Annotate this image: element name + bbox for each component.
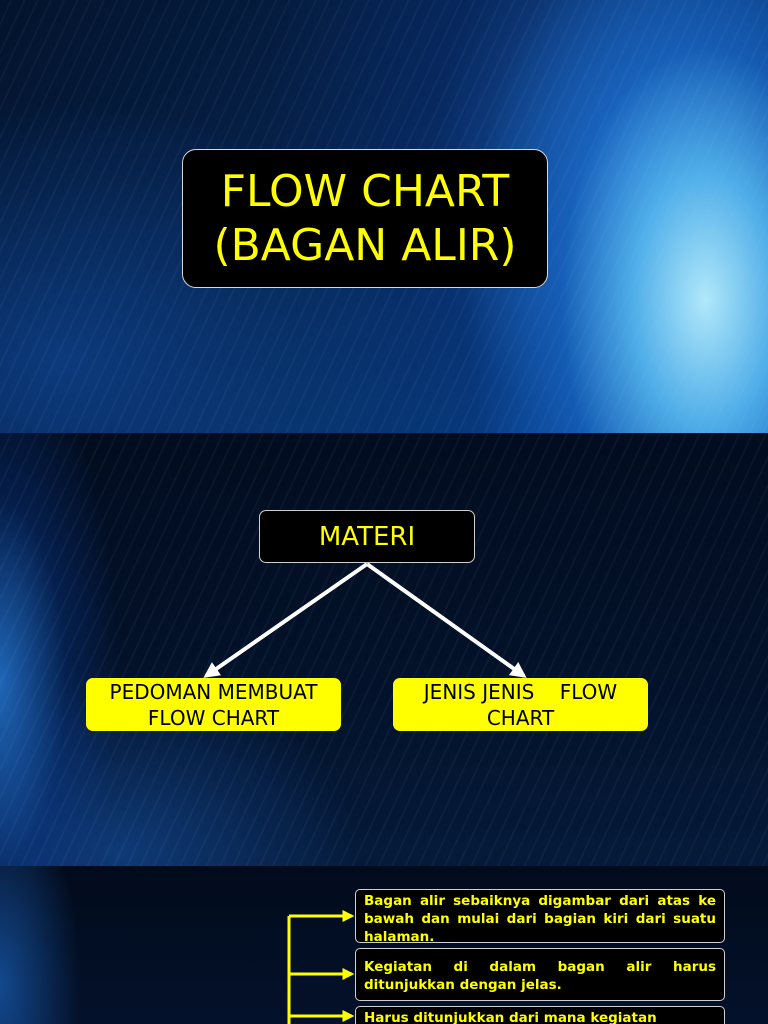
branch-arrows [203,562,527,678]
title-line-2: (BAGAN ALIR) [213,219,517,271]
pedoman-slide: Bagan alir sebaiknya digambar dari atas … [0,866,768,1024]
bracket-connector [287,910,355,1024]
pedoman-label: PEDOMAN MEMBUAT FLOW CHART [109,679,318,730]
rule-3-text: Harus ditunjukkan dari mana kegiatan [364,1010,657,1024]
arrow-to-jenis [365,562,527,678]
title-line-1: FLOW CHART [220,165,510,217]
title-slide: FLOW CHART (BAGAN ALIR) [0,0,768,433]
rule-2-text: Kegiatan di dalam bagan alir harus ditun… [364,959,716,993]
dark-blue-background [0,433,768,866]
title-box: FLOW CHART (BAGAN ALIR) [182,149,548,288]
materi-slide: MATERI PEDOMAN MEMBUAT FLOW CHART JENIS … [0,433,768,866]
jenis-label: JENIS JENIS FLOW CHART [423,679,624,730]
pedoman-node: PEDOMAN MEMBUAT FLOW CHART [86,678,341,731]
arrow-to-pedoman [203,562,369,678]
materi-label: MATERI [318,521,416,552]
materi-node: MATERI [259,510,475,563]
rule-1-text: Bagan alir sebaiknya digambar dari atas … [364,893,716,945]
jenis-node: JENIS JENIS FLOW CHART [393,678,648,731]
rule-3: Harus ditunjukkan dari mana kegiatan [355,1006,725,1024]
rule-1: Bagan alir sebaiknya digambar dari atas … [355,889,725,945]
rule-2: Kegiatan di dalam bagan alir harus ditun… [355,948,725,1001]
light-streaks [0,433,768,866]
